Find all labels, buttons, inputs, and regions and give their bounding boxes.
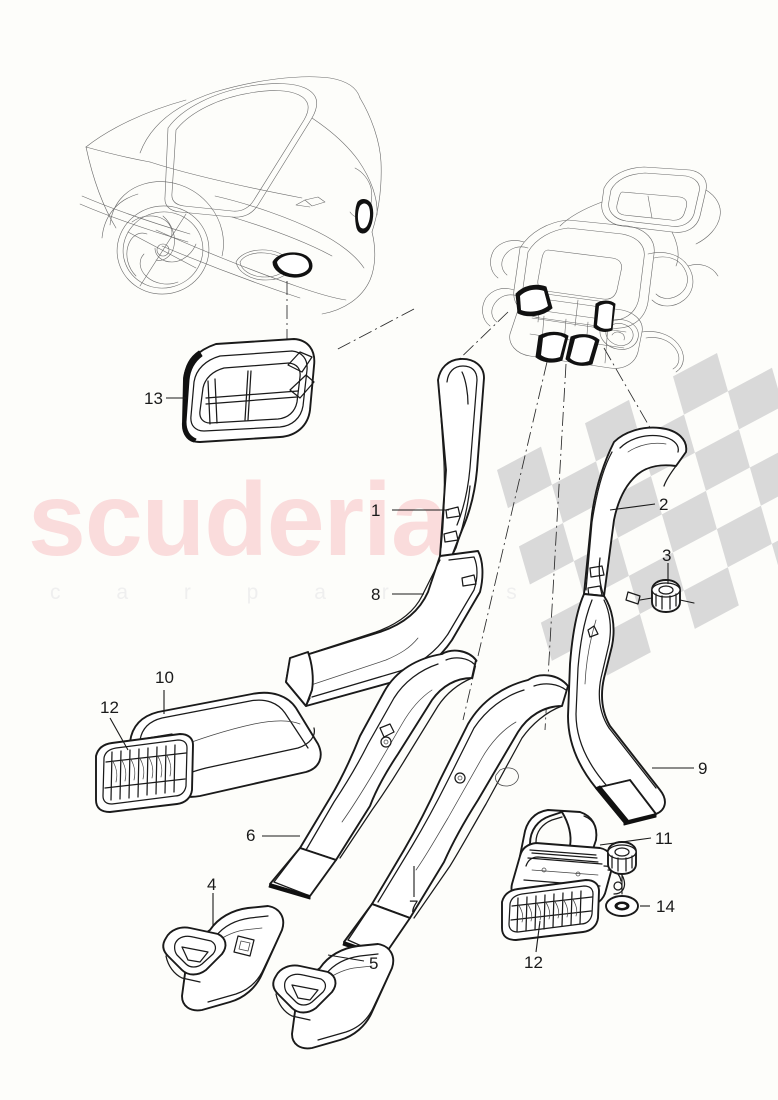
part-2-air-duct [583,426,688,598]
part-4-air-duct [162,905,285,1012]
callout-10[interactable]: 10 [155,668,174,687]
projection-axes [286,281,657,731]
part-12-vent-grille-left [95,733,194,813]
part-3-nut-lower [607,841,637,895]
callout-4[interactable]: 4 [207,875,217,894]
callout-6[interactable]: 6 [246,826,256,845]
part-6-air-duct [268,649,477,900]
callout-2[interactable]: 2 [659,495,669,514]
callout-5[interactable]: 5 [369,954,379,973]
part-8-air-duct [285,550,484,707]
part-13-air-vent [182,338,316,443]
callout-13[interactable]: 13 [144,389,163,408]
callout-3-upper[interactable]: 3 [662,546,672,565]
callout-9[interactable]: 9 [698,759,708,778]
hvac-housing [482,166,721,373]
part-1-air-duct [437,358,485,557]
callout-11[interactable]: 11 [655,829,673,848]
car-vent-marker [272,199,374,278]
callout-14[interactable]: 14 [656,897,675,916]
callout-8[interactable]: 8 [371,585,381,604]
part-9-air-duct [567,593,666,826]
part-3-nut-upper [625,579,695,613]
part-14-washer [605,895,639,917]
callout-12-left[interactable]: 12 [100,698,119,717]
callout-12-right[interactable]: 12 [524,953,543,972]
part-5-air-duct [272,943,395,1050]
car-body-illustration [79,76,382,315]
hvac-outlet-ports [515,284,616,366]
part-12-vent-grille-right [501,879,600,941]
callout-7[interactable]: 7 [409,897,419,916]
callout-1[interactable]: 1 [371,501,381,520]
callout-leader-lines [109,397,694,962]
